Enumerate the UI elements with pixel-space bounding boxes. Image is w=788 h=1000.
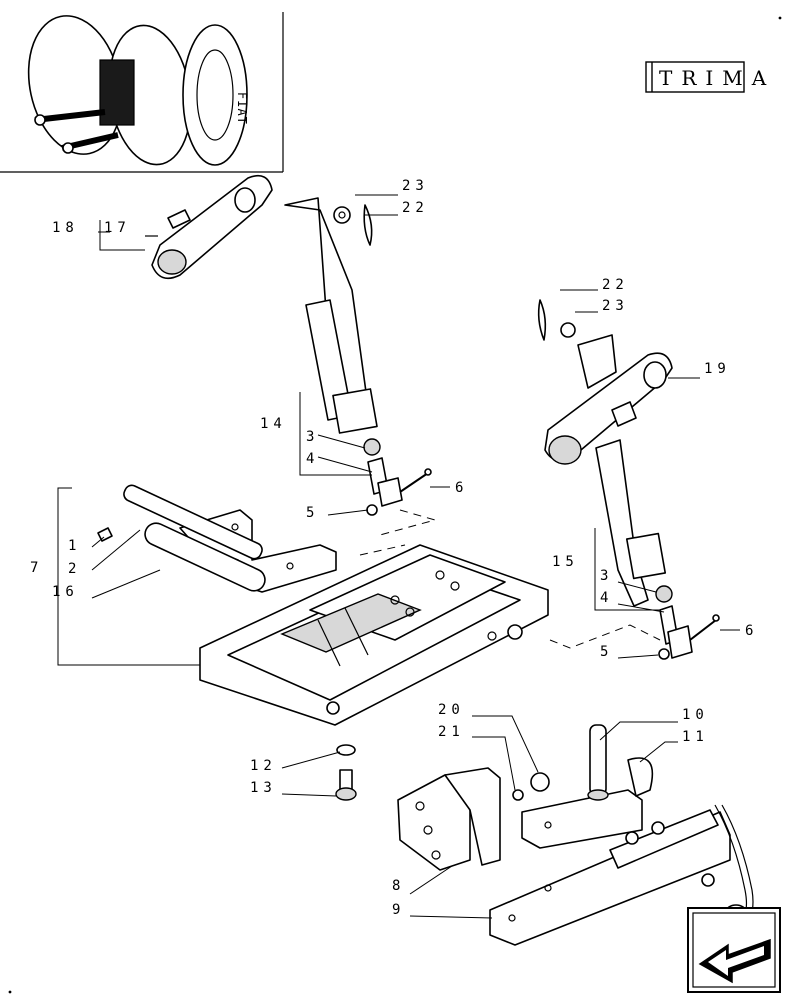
right-lift-arm — [537, 299, 673, 465]
callout-3-left: 3 — [306, 429, 319, 445]
callout-13: 13 — [250, 780, 277, 796]
upper-link-frame — [97, 484, 337, 593]
callout-labels: 18 17 23 22 14 3 4 6 5 7 1 2 16 22 23 19… — [30, 178, 758, 918]
right-lift-rod — [595, 439, 720, 660]
callout-17: 17 — [104, 220, 131, 236]
callout-22-lower: 22 — [602, 277, 629, 293]
callout-7: 7 — [30, 560, 43, 576]
callout-4-right: 4 — [600, 590, 613, 606]
svg-text:FIAT: FIAT — [235, 92, 249, 125]
drawbar-with-chain — [489, 804, 754, 946]
callout-5-left: 5 — [306, 505, 319, 521]
callout-20: 20 — [438, 702, 465, 718]
washer-and-clip-upper — [333, 204, 373, 246]
callout-6-left: 6 — [455, 480, 468, 496]
callout-2: 2 — [68, 561, 81, 577]
bolt-and-washer — [335, 744, 357, 801]
callout-16: 16 — [52, 584, 79, 600]
main-drawbar-frame — [199, 544, 549, 726]
callout-3-right: 3 — [600, 568, 613, 584]
callout-19: 19 — [704, 361, 731, 377]
callout-23-upper: 23 — [402, 178, 429, 194]
callout-22-upper: 22 — [402, 200, 429, 216]
next-page-arrow-icon[interactable] — [687, 907, 781, 993]
callout-5-right: 5 — [600, 644, 613, 660]
callout-18: 18 — [52, 220, 79, 236]
callout-14: 14 — [260, 416, 287, 432]
callout-8: 8 — [392, 878, 405, 894]
clevis-hook-assembly — [512, 724, 654, 849]
callout-15: 15 — [552, 554, 579, 570]
callout-9: 9 — [392, 902, 405, 918]
leader-lines — [57, 194, 740, 919]
left-lift-rod — [284, 197, 432, 516]
callout-4-left: 4 — [306, 451, 319, 467]
callout-21: 21 — [438, 724, 465, 740]
brand-label: TRIMA — [659, 66, 775, 90]
callout-23-lower: 23 — [602, 298, 629, 314]
callout-1: 1 — [68, 538, 81, 554]
tractor-location-icon: FIAT — [0, 12, 284, 173]
left-lift-arm — [145, 174, 273, 280]
mounting-bracket — [397, 767, 501, 871]
callout-11: 11 — [682, 729, 709, 745]
callout-12: 12 — [250, 758, 277, 774]
brand-box: TRIMA — [645, 61, 775, 93]
callout-6-right: 6 — [745, 623, 758, 639]
callout-10: 10 — [682, 707, 709, 723]
